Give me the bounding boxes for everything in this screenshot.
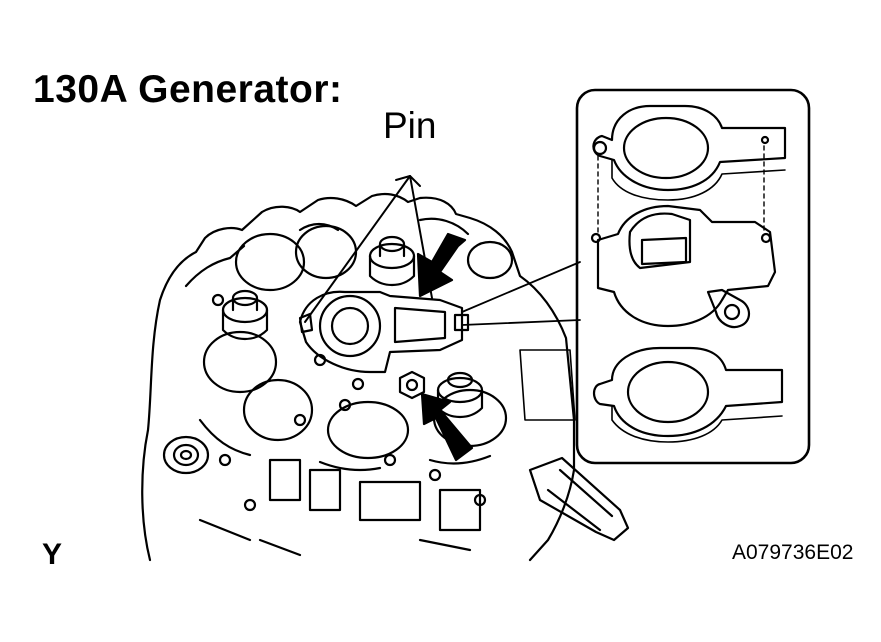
generator-housing	[141, 192, 576, 562]
zoom-lines	[461, 261, 581, 326]
pin-callout-label: Pin	[383, 105, 437, 146]
brush-holder	[298, 290, 470, 374]
direction-arrows	[416, 232, 474, 462]
diagram-title: 130A Generator:	[33, 68, 343, 111]
corner-mark: Y	[42, 538, 63, 571]
inset-detail	[575, 88, 811, 465]
connector-plug	[519, 349, 630, 542]
arrow-lower	[420, 392, 474, 462]
arrow-upper	[416, 232, 467, 298]
figure-code: A079736E02	[732, 541, 854, 564]
